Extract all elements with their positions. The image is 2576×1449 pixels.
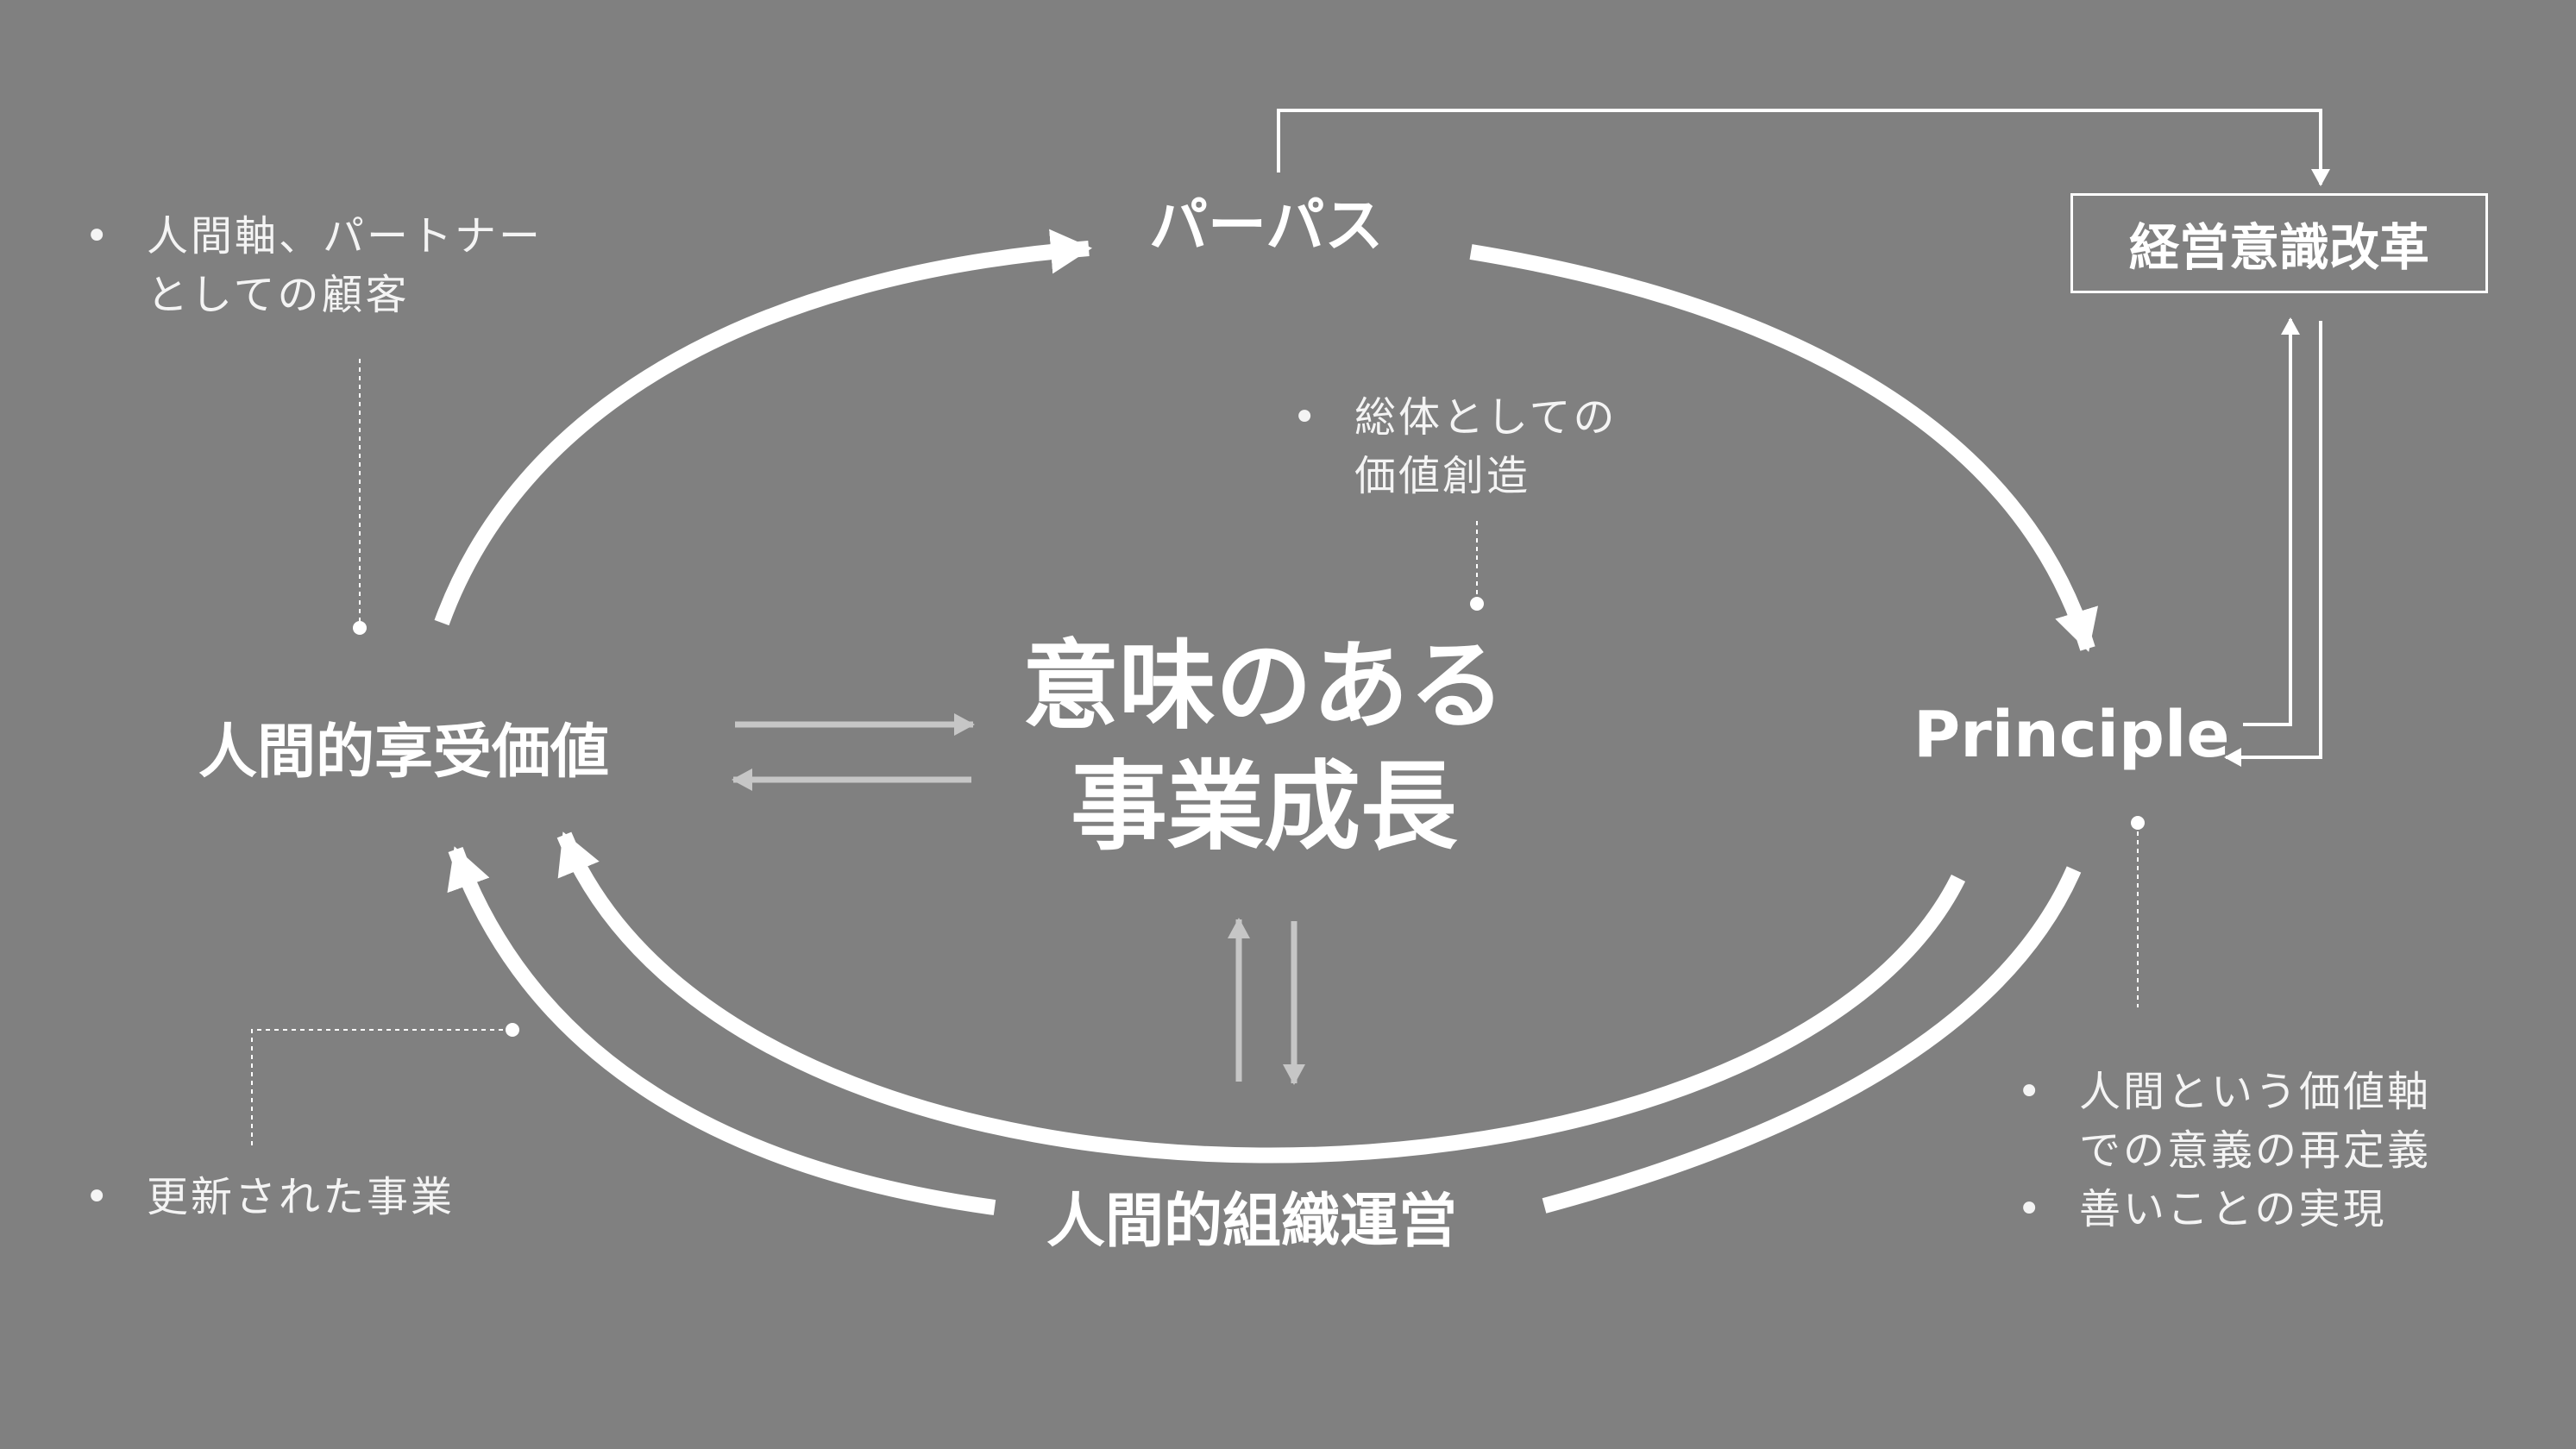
note-item-continued: 価値創造 xyxy=(1354,452,1531,500)
note-top-center: 総体としての 価値創造 xyxy=(1292,388,1618,505)
node-reform-box: 経営意識改革 xyxy=(2070,193,2488,293)
note-item-continued: での意義の再定義 xyxy=(2079,1126,2432,1175)
center-title-line2: 事業成長 xyxy=(1071,751,1457,863)
connector-dot xyxy=(1470,597,1484,611)
node-principle: Principle xyxy=(1913,698,2230,772)
note-item: 人間という価値軸 xyxy=(2017,1063,2431,1121)
arrow-reform-to-principle xyxy=(2224,321,2322,767)
note-item-continued: としての顧客 xyxy=(147,271,410,319)
note-item: 更新された事業 xyxy=(85,1168,455,1226)
arrow-purpose-to-reform xyxy=(1277,109,2330,186)
node-org: 人間的組織運営 xyxy=(1046,1188,1458,1256)
connector-dot xyxy=(353,621,367,635)
note-item: 総体としての xyxy=(1292,388,1618,447)
note-bottom-right: 人間という価値軸 での意義の再定義 善いことの実現 xyxy=(2017,1063,2431,1239)
note-item: 善いことの実現 xyxy=(2017,1180,2431,1239)
connector-dot xyxy=(2131,816,2145,830)
arrow-principle-to-value-inner xyxy=(556,831,1966,1164)
arrow-principle-to-reform xyxy=(2243,317,2300,726)
arrow-principle-to-org xyxy=(1542,866,2082,1214)
note-bottom-left: 更新された事業 xyxy=(85,1168,455,1226)
node-purpose: パーパス xyxy=(1149,192,1384,260)
center-title-line1: 意味のある xyxy=(1022,630,1505,743)
arrow-purpose-to-principle xyxy=(1469,244,2098,652)
note-item: 人間軸、パートナー xyxy=(85,207,543,266)
note-top-left: 人間軸、パートナー としての顧客 xyxy=(85,207,543,324)
center-title: 意味のある 事業成長 xyxy=(1001,626,1527,868)
connector-bottom-left xyxy=(251,1029,507,1145)
connector-dot xyxy=(506,1023,519,1037)
node-reform-label: 経営意識改革 xyxy=(2128,218,2429,277)
arrow-org-to-value xyxy=(447,846,996,1215)
arrow-value-to-purpose xyxy=(434,229,1092,626)
node-value: 人間的享受価値 xyxy=(198,718,610,787)
